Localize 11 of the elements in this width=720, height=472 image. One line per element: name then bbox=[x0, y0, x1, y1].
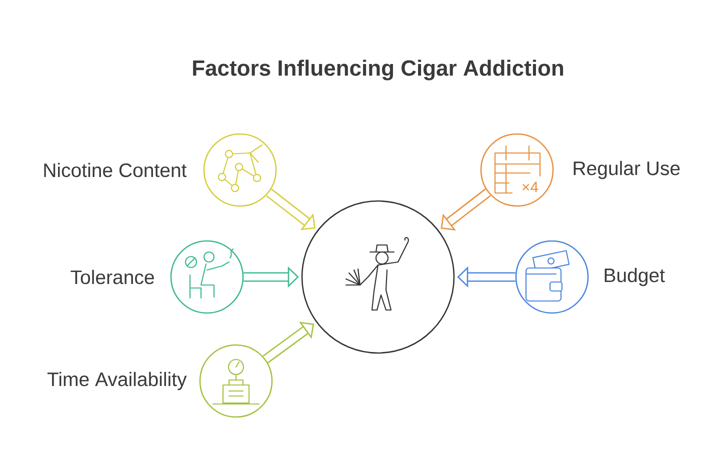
title: Factors Influencing Cigar Addiction bbox=[193, 60, 564, 80]
circle bbox=[301, 200, 455, 354]
node-label: Nicotine Content bbox=[44, 162, 187, 178]
arrow bbox=[266, 188, 316, 230]
node-label: Regular Use bbox=[574, 160, 680, 180]
arrow bbox=[262, 322, 314, 364]
arrow bbox=[440, 188, 491, 230]
node-label: Time Availability bbox=[47, 372, 187, 390]
node-label: Budget bbox=[604, 268, 665, 286]
node-label: Tolerance bbox=[70, 270, 154, 284]
multiplier-label: ×4 bbox=[522, 182, 538, 192]
